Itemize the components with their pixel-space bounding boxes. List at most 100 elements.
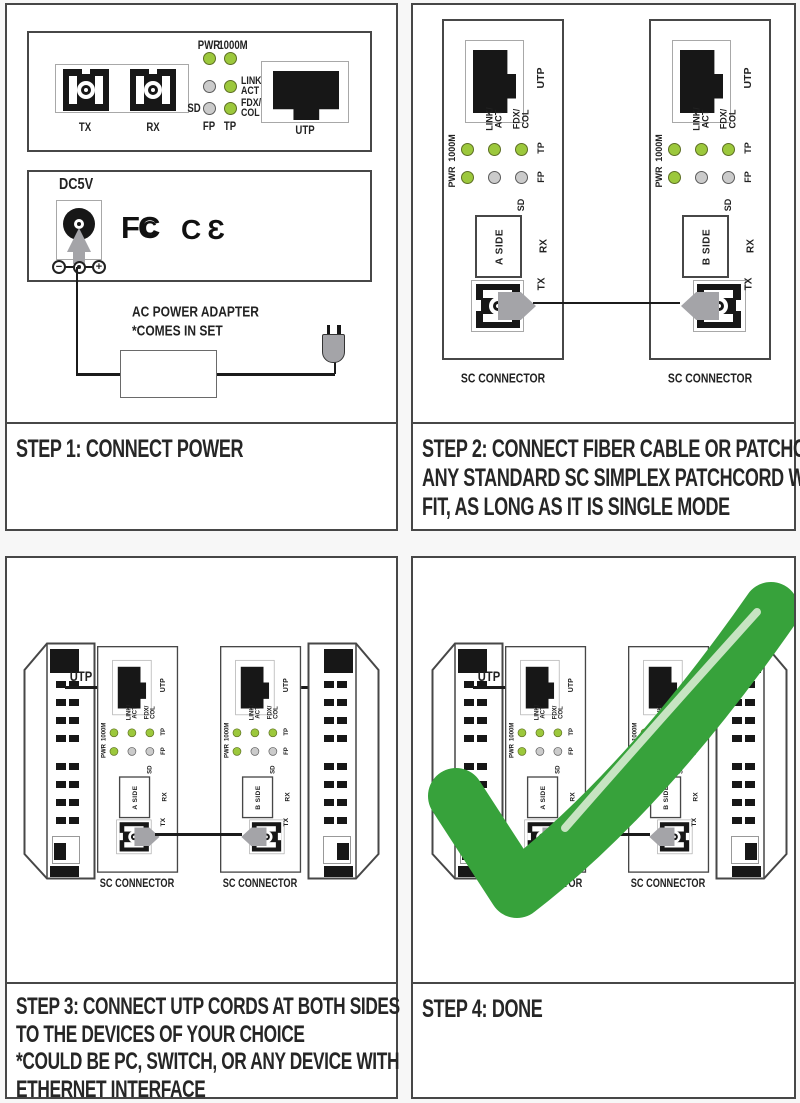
tp-label: TP: [159, 727, 167, 736]
led-link-act: [487, 142, 501, 156]
side-label: A SIDE: [539, 785, 548, 810]
rj45-jack: [273, 71, 339, 120]
switch-left: [18, 642, 96, 880]
caption-step4-text: STEP 4: DONE: [422, 995, 543, 1023]
media-converter-power-side: DC5V − + FCC CƐ: [27, 170, 372, 282]
led-link-act: [535, 728, 544, 737]
led-fp: [487, 170, 501, 184]
sc-connector-label: SC CONNECTOR: [667, 370, 753, 386]
side-label: B SIDE: [254, 785, 263, 810]
fp-label: FP: [159, 747, 167, 755]
link-act-label: LINK/ ACT: [241, 75, 264, 97]
rj45-port-group: [464, 763, 474, 770]
led-fdx-col: [514, 142, 528, 156]
sc-connector-label: SC CONNECTOR: [99, 878, 175, 890]
sd-label: SD: [146, 765, 153, 774]
switch-module: [54, 843, 66, 860]
led-sd: [676, 746, 685, 756]
led-1000m: [667, 142, 681, 156]
link-act-label: LINK/ ACT: [656, 704, 669, 721]
link-act-label: LINK/ ACT: [533, 704, 546, 721]
fp-label: FP: [743, 171, 753, 183]
rj45-port-group: [745, 763, 755, 770]
led-pwr: [460, 170, 474, 184]
led-1000m: [640, 728, 649, 737]
rj45-port-group: [56, 763, 66, 770]
side-label: B SIDE: [662, 785, 671, 810]
panel-step3: UTP UTP 1000M PWR LINK/ ACT FDX/ COL SD …: [5, 556, 400, 1103]
fiber-cable: [155, 833, 242, 836]
led-sd: [145, 746, 154, 756]
sc-port-tx: [63, 69, 109, 111]
side-box: B SIDE: [241, 776, 274, 819]
tp-label: TP: [567, 727, 575, 736]
fp-label: FP: [567, 747, 575, 755]
side-label: B SIDE: [701, 228, 713, 266]
caption-step1: STEP 1: CONNECT POWER: [7, 422, 396, 529]
fiber-plug: [649, 827, 675, 847]
pwr-label: PWR: [654, 166, 664, 188]
led-1000m: [223, 51, 237, 65]
led-fp: [535, 746, 544, 756]
sc-connector-label: SC CONNECTOR: [630, 878, 706, 890]
fdx-col-label: FDX/ COL: [143, 705, 156, 720]
utp-label: UTP: [566, 678, 575, 693]
rj45-port-group: [337, 681, 347, 688]
switch-module: [745, 843, 757, 860]
switch-vent: [50, 649, 79, 673]
led-fdx-col: [268, 728, 277, 737]
1000m-label: 1000M: [223, 722, 230, 741]
sd-label: SD: [269, 765, 276, 774]
led-1000m: [109, 728, 118, 737]
led-sd: [268, 746, 277, 756]
tp-label: TP: [282, 727, 290, 736]
pwr-label: PWR: [223, 744, 230, 759]
1000m-label: 1000M: [447, 134, 457, 162]
ce-logo: CƐ: [181, 214, 231, 245]
side-box: A SIDE: [526, 776, 559, 819]
caption-step2: STEP 2: CONNECT FIBER CABLE OR PATCHCORD…: [413, 422, 800, 529]
led-pwr: [232, 746, 241, 756]
led-pwr: [202, 51, 216, 65]
led-link-act: [127, 728, 136, 737]
pwr-label: PWR: [197, 38, 221, 52]
polarity-minus-icon: −: [52, 260, 66, 274]
rj45-port-group: [56, 681, 66, 688]
panel-step2: UTP 1000M PWR LINK/ ACT FDX/ COL SD TP F…: [411, 3, 800, 531]
utp-port-block: [261, 61, 349, 123]
led-sd: [721, 170, 735, 184]
fdx-col-label: FDX/ COL: [718, 108, 738, 130]
side-label: A SIDE: [131, 785, 140, 810]
fp-label: FP: [536, 171, 546, 183]
converter-b: UTP 1000M PWR LINK/ ACT FDX/ COL SD TP F…: [649, 19, 771, 360]
sd-label: SD: [516, 198, 526, 212]
side-box: B SIDE: [682, 215, 729, 278]
tp-label: TP: [536, 142, 546, 154]
rj45-jack: [680, 50, 723, 113]
switch-vent: [732, 866, 761, 877]
tx-label: TX: [690, 817, 699, 827]
fiber-plug: [542, 827, 568, 847]
pwr-label: PWR: [508, 744, 515, 759]
side-box: A SIDE: [118, 776, 151, 819]
sc-connector-label: SC CONNECTOR: [460, 370, 546, 386]
rx-label: RX: [538, 239, 550, 253]
pwr-label: PWR: [631, 744, 638, 759]
led-fdx-col: [721, 142, 735, 156]
switch-module: [337, 843, 349, 860]
led-fp: [694, 170, 708, 184]
utp-cable-label: UTP: [477, 668, 501, 684]
fiber-cable: [563, 833, 650, 836]
switch-vent: [50, 866, 79, 877]
sc-connector-label: SC CONNECTOR: [222, 878, 298, 890]
tp-label: TP: [690, 727, 698, 736]
led-link-act: [250, 728, 259, 737]
led-fdx-col: [676, 728, 685, 737]
led-fdx-col: [145, 728, 154, 737]
fp-label: FP: [282, 747, 290, 755]
ac-plug-prong: [337, 325, 341, 336]
panel-step1: TX RX PWR 1000M LINK/ ACT SD FDX/ COL FP…: [5, 3, 398, 531]
led-sd: [202, 101, 216, 115]
sd-label: SD: [187, 101, 201, 115]
